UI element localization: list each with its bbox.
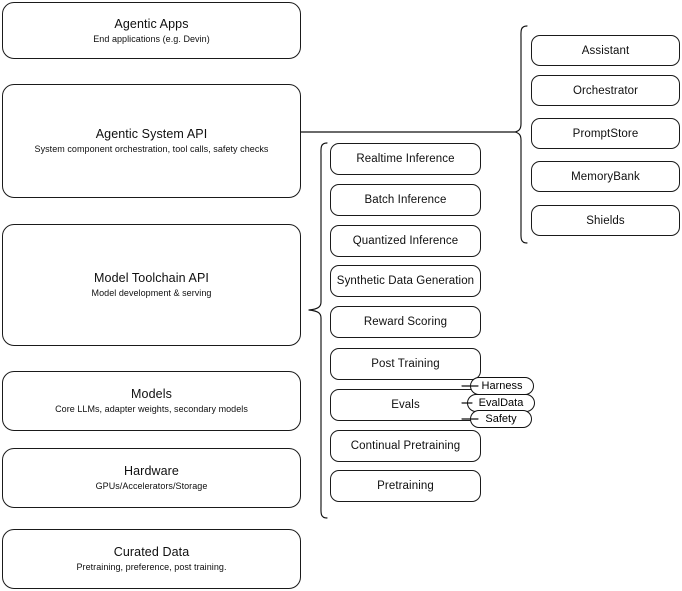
layer-title: Agentic System API — [95, 127, 208, 141]
pill-label: Harness — [481, 380, 523, 392]
pill-label: EvalData — [478, 397, 524, 409]
component-label: Post Training — [371, 358, 440, 370]
toolchain-component-batch-inference[interactable]: Batch Inference — [330, 184, 481, 216]
component-label: MemoryBank — [571, 170, 640, 183]
stack-layer-models[interactable]: Models Core LLMs, adapter weights, secon… — [2, 371, 301, 431]
component-label: Synthetic Data Generation — [336, 275, 475, 287]
layer-subtitle: GPUs/Accelerators/Storage — [95, 481, 208, 491]
component-label: Evals — [391, 399, 420, 411]
layer-subtitle: End applications (e.g. Devin) — [93, 33, 210, 44]
toolchain-component-reward-scoring[interactable]: Reward Scoring — [330, 306, 481, 338]
toolchain-component-realtime-inference[interactable]: Realtime Inference — [330, 143, 481, 175]
toolchain-component-post-training[interactable]: Post Training — [330, 348, 481, 380]
pill-label: Safety — [485, 413, 517, 425]
agentic-component-orchestrator[interactable]: Orchestrator — [531, 75, 680, 106]
toolchain-component-pretraining[interactable]: Pretraining — [330, 470, 481, 502]
toolchain-component-quantized-inference[interactable]: Quantized Inference — [330, 225, 481, 257]
component-label: Shields — [586, 214, 625, 227]
component-label: Reward Scoring — [363, 316, 448, 328]
toolchain-component-synthetic-data-generation[interactable]: Synthetic Data Generation — [330, 265, 481, 297]
bracket-toolchain-components — [308, 142, 328, 519]
layer-title: Curated Data — [113, 545, 190, 559]
layer-subtitle: Model development & serving — [91, 288, 212, 298]
layer-subtitle: Pretraining, preference, post training. — [76, 562, 227, 572]
component-label: Assistant — [581, 44, 630, 57]
stack-layer-model-toolchain-api[interactable]: Model Toolchain API Model development & … — [2, 224, 301, 346]
component-label: PromptStore — [572, 127, 639, 140]
component-label: Continual Pretraining — [350, 440, 461, 452]
evals-subcomponent-harness[interactable]: Harness — [470, 377, 534, 395]
stack-layer-hardware[interactable]: Hardware GPUs/Accelerators/Storage — [2, 448, 301, 508]
agentic-component-promptstore[interactable]: PromptStore — [531, 118, 680, 149]
layer-subtitle: System component orchestration, tool cal… — [34, 144, 269, 154]
component-label: Realtime Inference — [356, 153, 455, 165]
agentic-component-assistant[interactable]: Assistant — [531, 35, 680, 66]
bracket-agentic-components — [514, 25, 528, 244]
stack-layer-curated-data[interactable]: Curated Data Pretraining, preference, po… — [2, 529, 301, 589]
agentic-component-memorybank[interactable]: MemoryBank — [531, 161, 680, 192]
stack-layer-agentic-system-api[interactable]: Agentic System API System component orch… — [2, 84, 301, 198]
component-label: Batch Inference — [364, 194, 447, 206]
toolchain-component-evals[interactable]: Evals — [330, 389, 481, 421]
layer-title: Model Toolchain API — [94, 271, 209, 285]
layer-title: Hardware — [124, 464, 179, 478]
agentic-component-shields[interactable]: Shields — [531, 205, 680, 236]
stack-layer-agentic-apps[interactable]: Agentic Apps End applications (e.g. Devi… — [2, 2, 301, 59]
layer-subtitle: Core LLMs, adapter weights, secondary mo… — [55, 404, 248, 414]
toolchain-component-continual-pretraining[interactable]: Continual Pretraining — [330, 430, 481, 462]
layer-title: Models — [131, 387, 172, 401]
component-label: Quantized Inference — [352, 235, 459, 247]
layer-title: Agentic Apps — [114, 16, 189, 31]
component-label: Orchestrator — [572, 84, 639, 97]
component-label: Pretraining — [377, 480, 434, 492]
evals-subcomponent-safety[interactable]: Safety — [470, 410, 532, 428]
